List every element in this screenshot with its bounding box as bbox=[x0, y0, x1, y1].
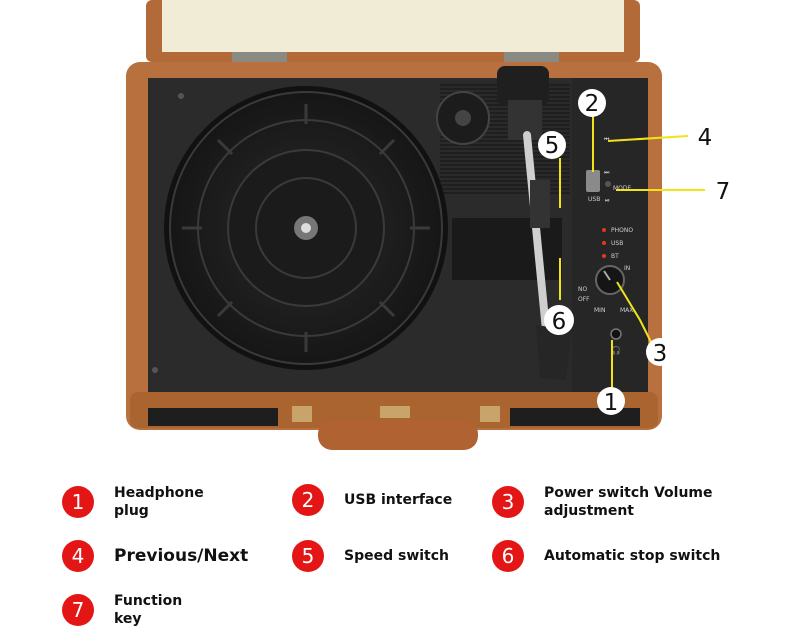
usb-port bbox=[586, 170, 600, 192]
callout-4: 4 bbox=[698, 125, 713, 151]
turntable-diagram: ⏮ ⏭ USB MODE ⏯ PHONO USB BT IN NO OFF MI… bbox=[126, 0, 730, 450]
off-label: OFF bbox=[578, 296, 590, 303]
mode-button bbox=[605, 181, 611, 187]
phono-label: PHONO bbox=[611, 227, 633, 234]
callout-6: 6 bbox=[552, 309, 567, 335]
mode-label: MODE bbox=[613, 185, 632, 192]
legend-item-6: 6 Automatic stop switch bbox=[492, 540, 720, 572]
legend-item-7: 7 Function key bbox=[62, 592, 182, 628]
lid-hinge-right bbox=[504, 52, 559, 64]
counterweight bbox=[497, 66, 549, 106]
callout-2: 2 bbox=[585, 91, 600, 117]
prev-label: ⏮ bbox=[604, 136, 610, 143]
speaker-grille-left bbox=[148, 408, 278, 426]
usb-label: USB bbox=[588, 196, 600, 203]
aux-label: IN bbox=[624, 265, 630, 272]
legend-item-5: 5 Speed switch bbox=[292, 540, 449, 572]
lid-hinge-left bbox=[232, 52, 287, 64]
legend-badge-5: 5 bbox=[292, 540, 324, 572]
legend-label-2: USB interface bbox=[344, 492, 453, 508]
legend-label-1: Headphone plug bbox=[114, 485, 204, 519]
led-indicators bbox=[602, 228, 606, 258]
legend-badge-4: 4 bbox=[62, 540, 94, 572]
legend-label-3: Power switch Volume adjustment bbox=[544, 485, 713, 519]
callout-3: 3 bbox=[653, 341, 668, 367]
callout-5: 5 bbox=[545, 133, 560, 159]
platter bbox=[164, 86, 448, 370]
legend-badge-2: 2 bbox=[292, 484, 324, 516]
legend-badge-3: 3 bbox=[492, 486, 524, 518]
play-label: ⏯ bbox=[605, 197, 610, 204]
latch-left bbox=[292, 406, 312, 422]
callout-6-bg bbox=[544, 305, 574, 335]
legend-label-7: Function key bbox=[114, 593, 183, 627]
max-label: MAX bbox=[620, 307, 633, 314]
adapter-holder bbox=[436, 91, 490, 145]
callout-3-bg bbox=[646, 338, 674, 366]
legend-badge-1: 1 bbox=[62, 486, 94, 518]
legend-item-2: 2 USB interface bbox=[292, 484, 452, 516]
legend-label-4: Previous/Next bbox=[114, 546, 249, 566]
no-label: NO bbox=[578, 286, 587, 293]
legend-item-1: 1 Headphone plug bbox=[62, 484, 204, 520]
callouts: 2 4 5 7 6 3 1 bbox=[538, 89, 730, 416]
callout-7: 7 bbox=[716, 179, 731, 205]
legend-item-4: 4 Previous/Next bbox=[62, 540, 248, 572]
headphone-jack bbox=[610, 328, 622, 340]
callout-5-bg bbox=[538, 131, 566, 159]
callout-2-bg bbox=[578, 89, 606, 117]
tonearm bbox=[497, 66, 572, 380]
latch-right bbox=[480, 406, 500, 422]
control-panel: ⏮ ⏭ USB MODE ⏯ PHONO USB BT IN NO OFF MI… bbox=[572, 78, 648, 392]
lid bbox=[146, 0, 640, 64]
legend-badge-7: 7 bbox=[62, 594, 94, 626]
legend-label-5: Speed switch bbox=[344, 548, 450, 564]
min-label: MIN bbox=[594, 307, 605, 314]
speed-switch-body bbox=[530, 180, 550, 228]
legend-item-3: 3 Power switch Volume adjustment bbox=[492, 484, 713, 520]
lock bbox=[380, 406, 410, 418]
headphone-symbol: 🎧 bbox=[611, 345, 621, 355]
legend-badge-6: 6 bbox=[492, 540, 524, 572]
bt-label: BT bbox=[611, 253, 619, 260]
callout-1-bg bbox=[597, 387, 625, 415]
callout-1: 1 bbox=[604, 390, 619, 416]
leader-lines bbox=[559, 114, 705, 392]
usb-led-label: USB bbox=[611, 240, 623, 247]
next-label: ⏭ bbox=[604, 169, 610, 176]
carry-handle bbox=[318, 420, 478, 450]
headshell bbox=[536, 325, 572, 380]
legend-label-6: Automatic stop switch bbox=[544, 548, 721, 564]
